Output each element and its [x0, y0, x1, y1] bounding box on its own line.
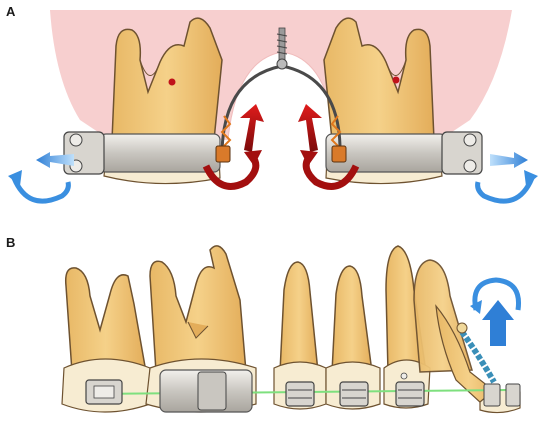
- red-dot-marker: [169, 79, 176, 86]
- bracket-premolar-1: [286, 382, 314, 406]
- panel-label-b: B: [6, 235, 15, 250]
- panel-b: B: [6, 235, 520, 413]
- panel-a: A: [6, 4, 538, 201]
- red-dot-marker: [393, 77, 400, 84]
- molar-band-2: [160, 370, 252, 412]
- bracket-anterior-2: [506, 384, 520, 406]
- right-buccal-tube: [442, 132, 482, 174]
- left-buccal-tube: [64, 132, 104, 174]
- molar-tube-1: [86, 380, 122, 404]
- right-blue-arrow: [478, 152, 538, 201]
- left-blue-arrow: [8, 152, 74, 201]
- extrusion-arrow-icon: [470, 280, 519, 346]
- left-molar-band: [100, 134, 220, 172]
- panel-label-a: A: [6, 4, 16, 19]
- bracket-premolar-2: [340, 382, 368, 406]
- bracket-anterior-1: [484, 384, 500, 406]
